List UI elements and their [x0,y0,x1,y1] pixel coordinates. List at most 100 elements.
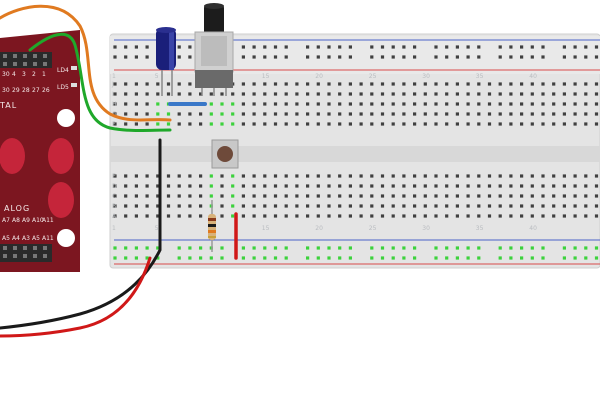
breadboard-hole [284,112,288,116]
breadboard-hole [166,184,171,188]
breadboard-hole [455,112,459,116]
breadboard-hole [487,174,492,178]
pin-label: 2 [32,71,36,78]
breadboard-hole [209,112,213,116]
breadboard-hole [156,194,160,198]
breadboard-hole [284,246,288,250]
breadboard-hole [562,112,566,116]
breadboard-hole [584,174,588,178]
center-trench [110,146,600,162]
breadboard-hole [573,256,577,260]
breadboard-hole [455,55,459,59]
breadboard-hole [541,204,545,208]
breadboard-hole [413,204,417,208]
header-pin [3,254,7,258]
push-button [211,139,239,169]
breadboard-hole [252,214,256,218]
breadboard-hole [124,194,128,198]
breadboard-hole [423,82,427,86]
breadboard-hole [177,112,181,116]
breadboard-hole [231,122,235,126]
breadboard-hole [348,246,352,250]
breadboard-hole [413,55,417,59]
breadboard-hole [124,174,128,178]
breadboard-hole [188,82,192,86]
breadboard-hole [498,112,502,116]
breadboard-hole [509,174,513,178]
breadboard-hole [541,112,545,116]
breadboard-hole [413,246,417,250]
header-pin [23,62,27,66]
breadboard-hole [434,112,438,116]
breadboard-hole [498,82,502,86]
breadboard-hole [477,256,481,260]
breadboard-hole [220,174,224,178]
breadboard-hole [487,92,492,96]
breadboard-hole [252,45,256,49]
pin-label: 3 [22,71,26,78]
breadboard-hole [455,184,459,188]
breadboard-hole [520,214,524,218]
breadboard-hole [477,204,481,208]
breadboard-hole [466,92,470,96]
breadboard-hole [177,204,181,208]
breadboard-hole [231,204,235,208]
electrolytic-capacitor [156,27,176,96]
pin-label: A5 [32,235,40,242]
breadboard-hole [306,214,310,218]
breadboard-hole [466,194,470,198]
breadboard-hole [573,122,577,126]
breadboard-hole [306,194,310,198]
breadboard-hole [284,92,288,96]
header-pin [3,54,7,58]
breadboard-hole [284,45,288,49]
breadboard-hole [145,214,149,218]
breadboard-hole [338,122,342,126]
pin-label: 26 [42,87,50,94]
breadboard-hole [241,122,245,126]
board-pad [0,138,25,174]
breadboard-hole [316,45,320,49]
row-letter: D [112,183,117,190]
pin-label: A10 [32,217,44,224]
breadboard-hole [370,204,374,208]
breadboard-hole [520,45,524,49]
breadboard-hole [455,256,459,260]
breadboard-hole [124,214,128,218]
breadboard-hole [188,55,192,59]
board-pad [48,182,74,218]
breadboard-hole [306,82,310,86]
breadboard-hole [327,204,331,208]
breadboard-hole [327,45,331,49]
breadboard-hole [156,82,160,86]
breadboard-hole [509,112,513,116]
breadboard-hole [327,184,331,188]
breadboard-hole [273,112,278,116]
breadboard-hole [156,184,160,188]
breadboard-hole [156,112,160,116]
breadboard-hole [530,256,534,260]
breadboard-hole [573,184,577,188]
breadboard-hole [541,246,545,250]
breadboard-hole [263,92,267,96]
board-pad [48,138,74,174]
breadboard-hole [156,92,160,96]
breadboard-hole [209,122,213,126]
breadboard-hole [573,246,577,250]
row-letter: I [112,91,114,98]
breadboard-hole [134,45,138,49]
breadboard-hole [306,174,310,178]
breadboard-hole [370,82,374,86]
breadboard-hole [594,214,599,218]
breadboard-hole [552,184,556,188]
breadboard-hole [380,102,385,106]
breadboard-hole [413,102,417,106]
breadboard-hole [263,102,267,106]
breadboard-hole [562,214,566,218]
breadboard-hole [327,102,331,106]
breadboard-hole [134,82,138,86]
breadboard-hole [156,174,160,178]
breadboard-hole [306,122,310,126]
column-number: 40 [529,225,537,232]
breadboard-hole [145,184,149,188]
